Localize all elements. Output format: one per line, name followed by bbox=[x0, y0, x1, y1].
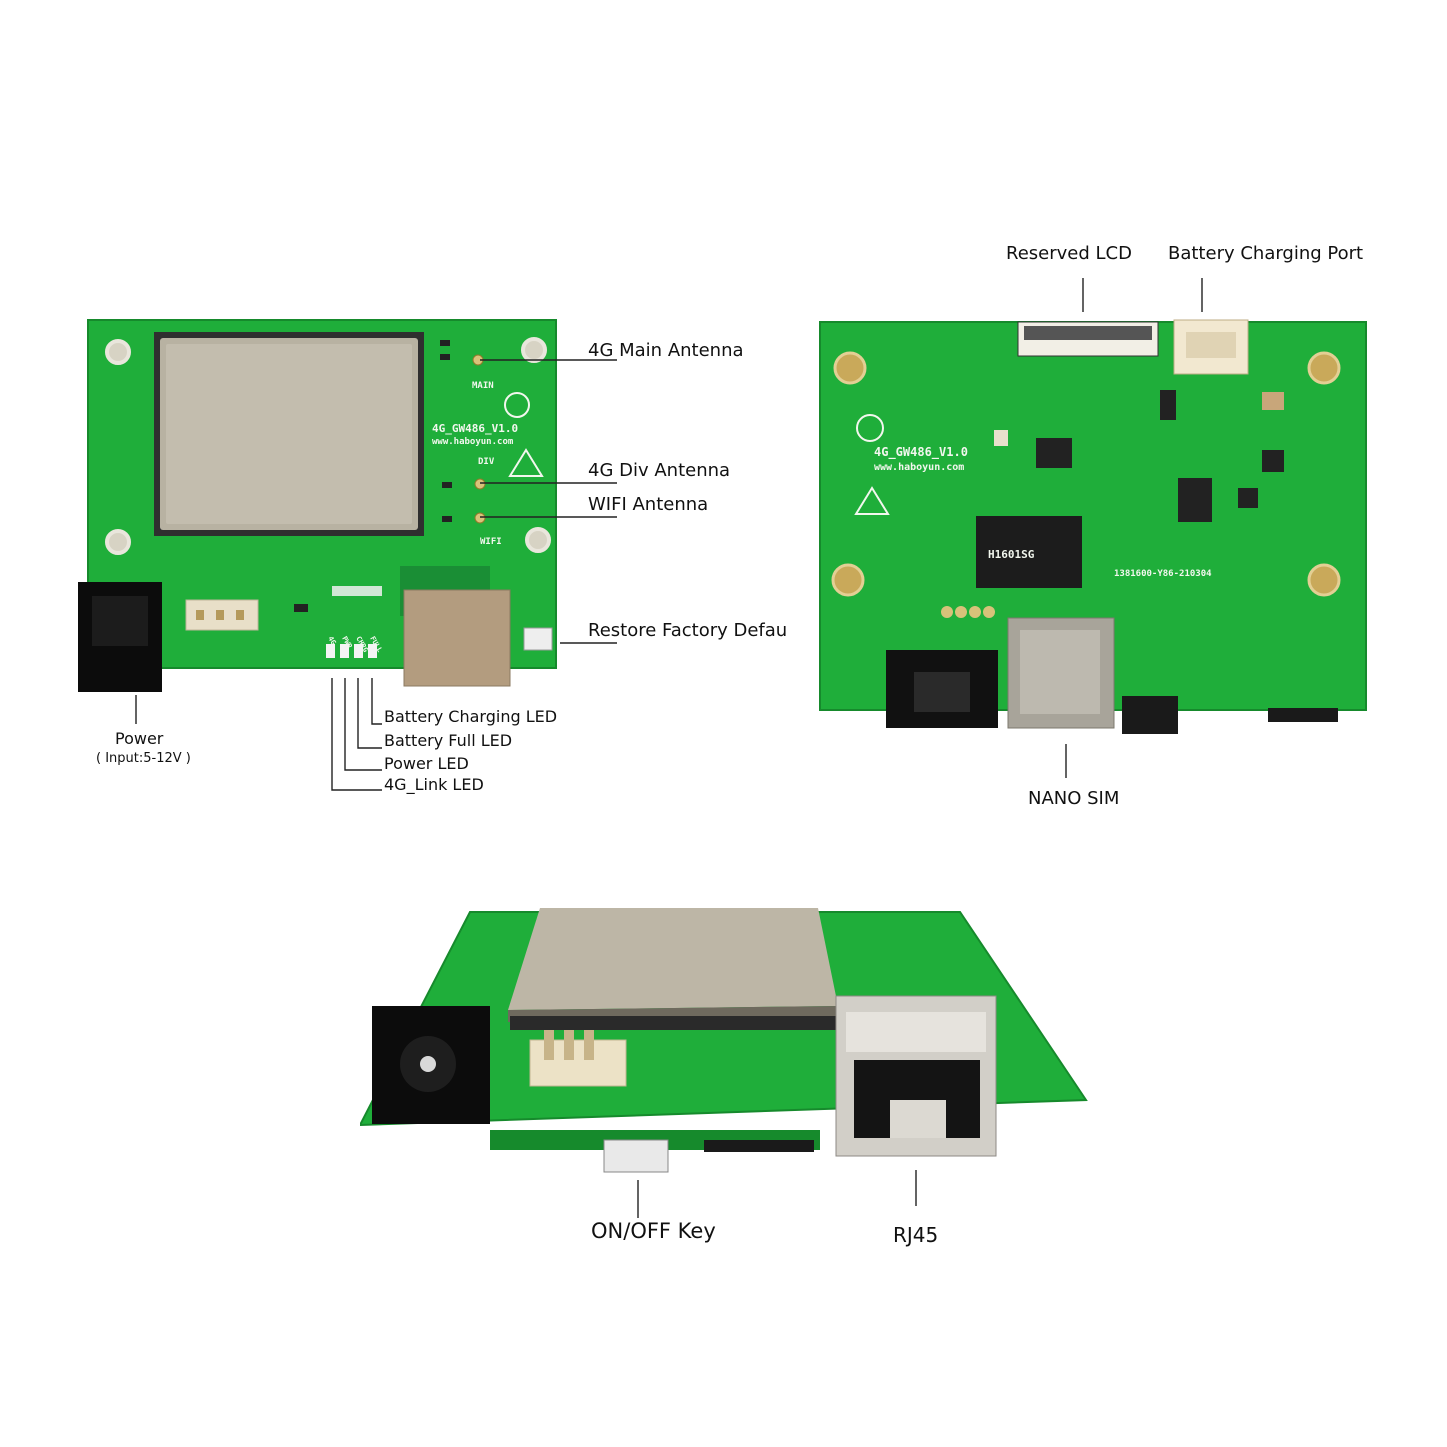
lead-4g-link-led bbox=[331, 678, 382, 791]
lead-battery-full-led bbox=[357, 678, 382, 749]
module-pins bbox=[510, 1016, 840, 1030]
label-reserved-lcd: Reserved LCD bbox=[1006, 243, 1132, 264]
ic-chip bbox=[1036, 438, 1072, 468]
board-front-view: 4G_GW486_V1.0 www.haboyun.com MAIN DIV W… bbox=[78, 319, 557, 692]
label-power-input: ( Input:5-12V ) bbox=[96, 751, 191, 766]
mount-hole bbox=[521, 337, 547, 363]
silk-serial: 1381600-Y86-210304 bbox=[1114, 569, 1212, 579]
label-onoff-key: ON/OFF Key bbox=[591, 1219, 716, 1243]
silk-site: www.haboyun.com bbox=[432, 437, 514, 447]
label-restore: Restore Factory Defau bbox=[588, 620, 788, 641]
silk-main: MAIN bbox=[472, 381, 494, 391]
label-battery-port: Battery Charging Port bbox=[1168, 243, 1364, 264]
label-battery-full-led: Battery Full LED bbox=[384, 731, 513, 750]
status-leds bbox=[326, 644, 377, 658]
esd-warning-icon bbox=[854, 486, 890, 515]
silk-model-back: 4G_GW486_V1.0 bbox=[874, 445, 968, 460]
board-angle-view bbox=[360, 908, 1088, 1173]
rj45-jack bbox=[403, 589, 511, 687]
label-wifi-antenna: WIFI Antenna bbox=[588, 494, 709, 515]
lead-battery-charging-led bbox=[371, 678, 382, 725]
label-power-led: Power LED bbox=[384, 754, 469, 773]
label-rj45: RJ45 bbox=[893, 1223, 939, 1247]
label-main-antenna: 4G Main Antenna bbox=[588, 340, 744, 361]
div-antenna-connector bbox=[474, 478, 486, 490]
rf-shield-can bbox=[508, 908, 838, 1010]
label-battery-charging-led: Battery Charging LED bbox=[384, 707, 558, 726]
wifi-antenna-connector bbox=[474, 512, 486, 524]
label-div-antenna: 4G Div Antenna bbox=[588, 460, 731, 481]
label-4g-link-led: 4G_Link LED bbox=[384, 775, 484, 794]
onoff-key bbox=[603, 1139, 669, 1173]
ethernet-transformer bbox=[976, 516, 1082, 588]
label-power: Power bbox=[115, 729, 164, 748]
mount-hole bbox=[105, 529, 131, 555]
board-back-view: 4G_GW486_V1.0 www.haboyun.com H1601SG 13… bbox=[819, 319, 1367, 734]
label-nano-sim: NANO SIM bbox=[1028, 788, 1120, 809]
pb-free-icon bbox=[504, 392, 530, 418]
silk-wifi: WIFI bbox=[480, 537, 502, 547]
mount-hole bbox=[525, 527, 551, 553]
silk-chip: H1601SG bbox=[988, 548, 1035, 561]
silk-div: DIV bbox=[478, 457, 495, 467]
esd-warning-icon bbox=[508, 448, 544, 477]
mount-hole bbox=[105, 339, 131, 365]
silk-led-4g: 4G bbox=[326, 635, 337, 646]
silk-model: 4G_GW486_V1.0 bbox=[432, 422, 518, 435]
lead-power-led bbox=[344, 678, 382, 771]
pb-free-icon bbox=[856, 414, 884, 442]
onoff-switch-back bbox=[1122, 696, 1178, 734]
restore-button bbox=[523, 627, 553, 651]
ic-chip bbox=[1178, 478, 1212, 522]
silk-site-back: www.haboyun.com bbox=[874, 462, 964, 473]
